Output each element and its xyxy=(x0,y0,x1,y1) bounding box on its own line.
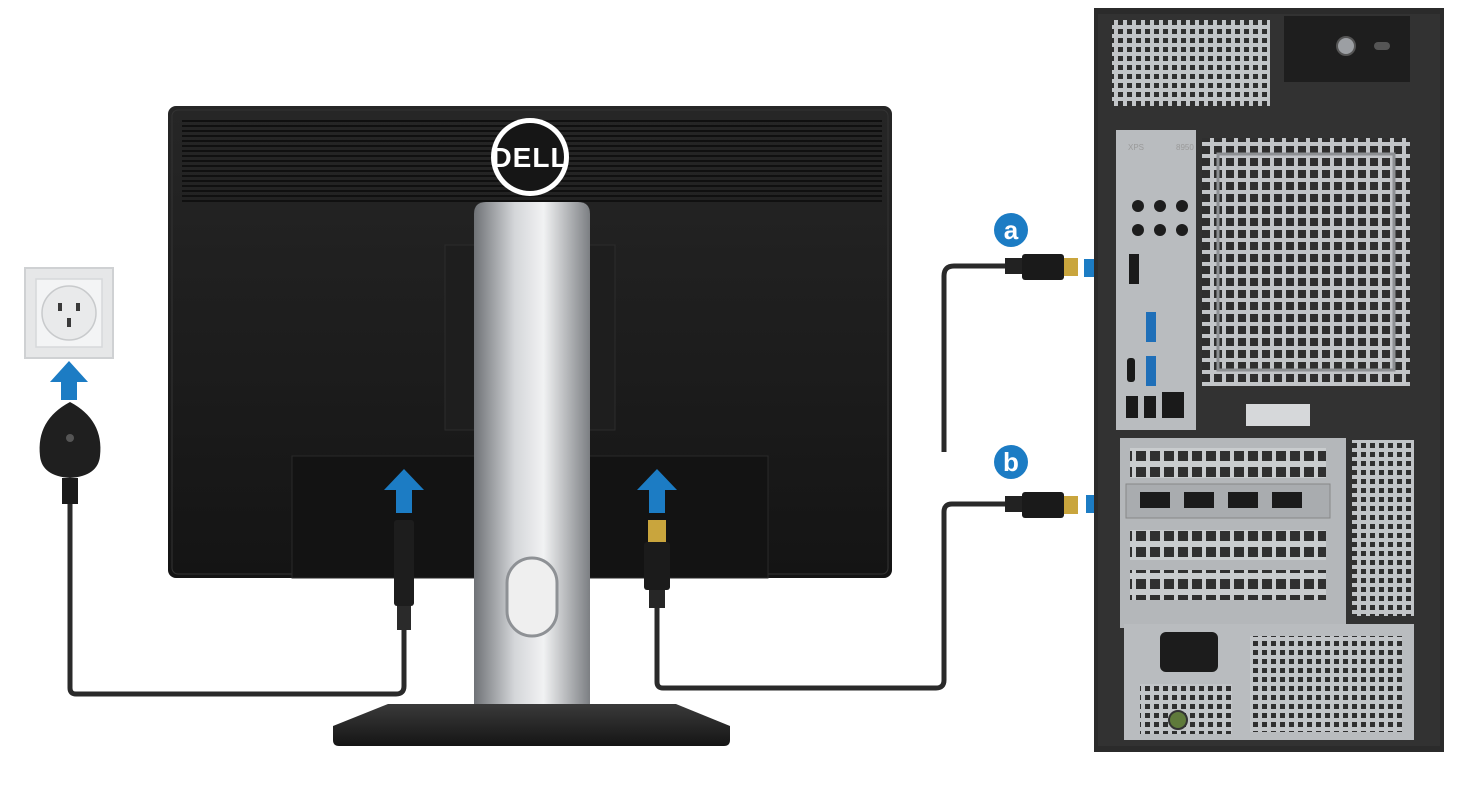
usb-port xyxy=(1126,396,1138,418)
callout-a: a xyxy=(994,213,1028,247)
power-cable xyxy=(67,504,407,697)
hdmi-connector-icon xyxy=(1005,492,1078,518)
fan-vent xyxy=(1202,138,1410,386)
cable-management-hole xyxy=(505,556,559,638)
monitor-stand xyxy=(333,202,730,746)
usb-port xyxy=(1146,356,1156,386)
upload-arrow-icon xyxy=(50,361,88,400)
hdmi-connector-icon xyxy=(1005,254,1078,280)
monitor-power-connector xyxy=(394,520,414,630)
usb-port xyxy=(1144,396,1156,418)
usb-c-port xyxy=(1127,358,1135,382)
wall-outlet-icon xyxy=(24,267,114,359)
power-plug-icon xyxy=(39,402,101,504)
svg-text:XPS: XPS xyxy=(1128,143,1144,152)
callout-b: b xyxy=(994,445,1028,479)
svg-text:DELL: DELL xyxy=(491,142,568,173)
hdmi-cable-a xyxy=(941,263,1008,452)
upload-arrow-icon xyxy=(384,469,424,513)
usb-port xyxy=(1146,312,1156,342)
hdmi-connector-icon xyxy=(644,520,670,608)
svg-text:a: a xyxy=(1004,215,1019,245)
dell-logo: DELL xyxy=(491,118,569,196)
audio-jacks xyxy=(1132,200,1188,236)
onboard-video-port xyxy=(1129,254,1139,284)
hdmi-cable-b xyxy=(654,501,1010,691)
svg-text:b: b xyxy=(1003,447,1019,477)
psu-power-socket xyxy=(1160,632,1218,672)
desktop-tower: XPS 8950 xyxy=(1094,8,1444,752)
upload-arrow-icon xyxy=(637,469,677,513)
ethernet-port xyxy=(1162,392,1184,418)
svg-text:8950: 8950 xyxy=(1176,143,1194,152)
graphics-card-ports xyxy=(1140,492,1302,508)
